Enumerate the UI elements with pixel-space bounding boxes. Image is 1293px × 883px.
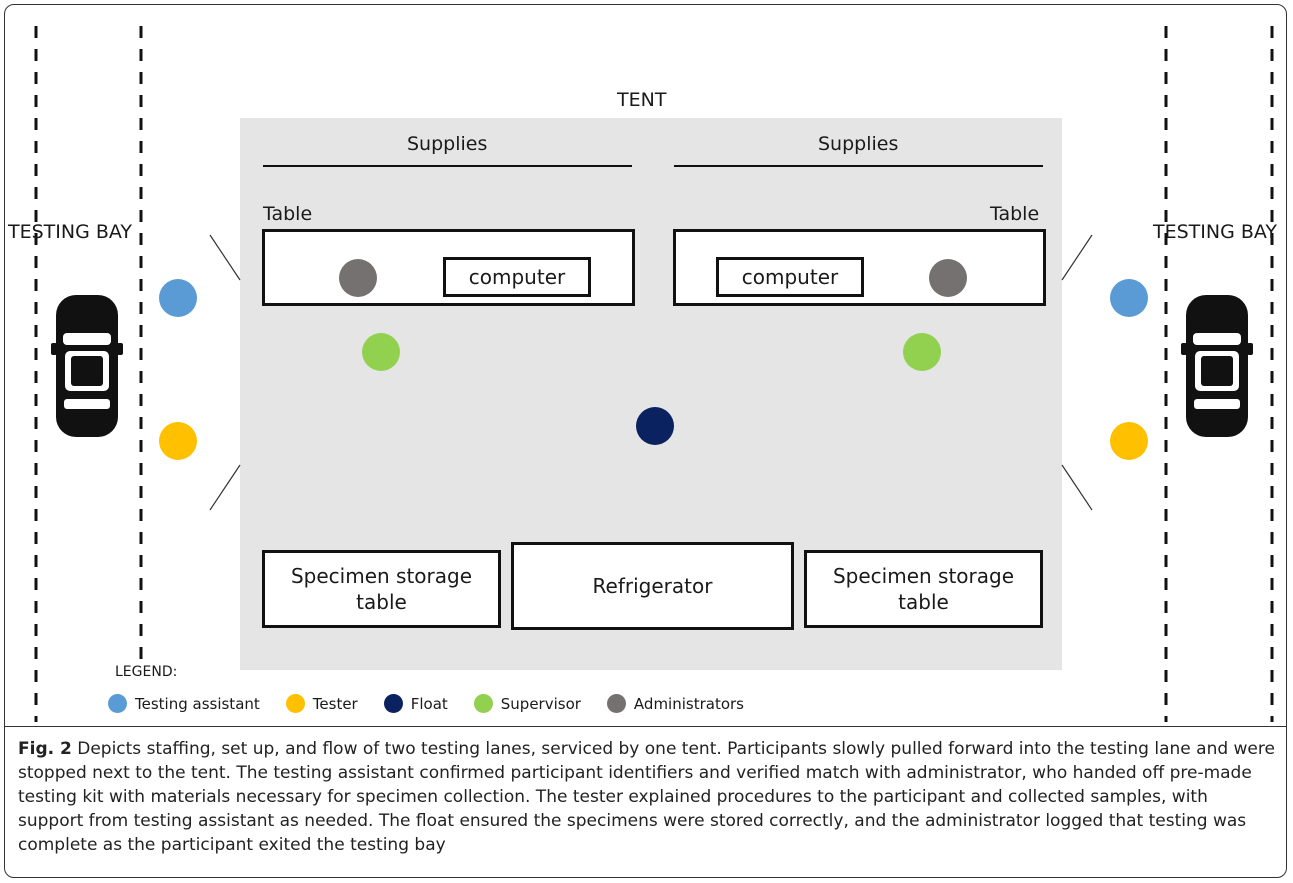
legend: Testing assistant Tester Float Superviso…	[108, 694, 770, 713]
supervisor-dot	[903, 333, 941, 371]
tester-dot	[1110, 422, 1148, 460]
legend-item-administrators: Administrators	[606, 694, 744, 713]
administrator-dot	[339, 259, 377, 297]
legend-swatch	[606, 694, 626, 713]
legend-label: Supervisor	[500, 694, 581, 713]
figure-frame	[4, 4, 1287, 878]
legend-swatch	[473, 694, 493, 713]
legend-item-supervisor: Supervisor	[473, 694, 581, 713]
caption-text: Depicts staffing, set up, and flow of tw…	[18, 739, 1275, 855]
refrigerator-label: Refrigerator	[592, 574, 713, 598]
opening-line	[1061, 234, 1093, 281]
refrigerator: Refrigerator	[511, 542, 794, 630]
specimen-storage-table-right: Specimen storage table	[804, 550, 1043, 628]
float-dot	[636, 407, 674, 445]
opening-line	[209, 234, 241, 281]
supplies-label-right: Supplies	[818, 133, 899, 155]
car-icon	[51, 295, 123, 437]
supervisor-dot	[362, 333, 400, 371]
legend-swatch	[108, 694, 127, 713]
table-label-left: Table	[263, 203, 313, 225]
legend-title: LEGEND:	[115, 664, 178, 680]
storage-label: Specimen storage table	[832, 564, 1015, 614]
legend-item-testing-assistant: Testing assistant	[108, 694, 260, 713]
figure-caption: Fig. 2 Depicts staffing, set up, and flo…	[4, 726, 1287, 874]
computer-label: computer	[741, 265, 839, 289]
legend-label: Testing assistant	[135, 694, 260, 713]
testing-bay-label-right: TESTING BAY	[1153, 221, 1278, 243]
tent-title: TENT	[617, 89, 667, 111]
tester-dot	[159, 422, 197, 460]
computer-label: computer	[468, 265, 566, 289]
computer-left: computer	[443, 257, 591, 297]
legend-item-float: Float	[383, 694, 448, 713]
storage-label: Specimen storage table	[290, 564, 473, 614]
legend-label: Float	[410, 694, 448, 713]
caption-label: Fig. 2	[18, 739, 72, 759]
opening-line	[1061, 464, 1093, 511]
opening-line	[209, 464, 241, 511]
table-label-right: Table	[990, 203, 1040, 225]
testing-bay-label-left: TESTING BAY	[8, 221, 133, 243]
legend-label: Administrators	[633, 694, 744, 713]
legend-swatch	[383, 694, 403, 713]
administrator-dot	[929, 259, 967, 297]
car-icon	[1181, 295, 1253, 437]
specimen-storage-table-left: Specimen storage table	[262, 550, 501, 628]
supplies-label-left: Supplies	[407, 133, 488, 155]
legend-label: Tester	[312, 694, 358, 713]
computer-right: computer	[716, 257, 864, 297]
testing-assistant-dot	[159, 279, 197, 317]
legend-swatch	[285, 694, 305, 713]
legend-item-tester: Tester	[285, 694, 358, 713]
testing-assistant-dot	[1110, 279, 1148, 317]
